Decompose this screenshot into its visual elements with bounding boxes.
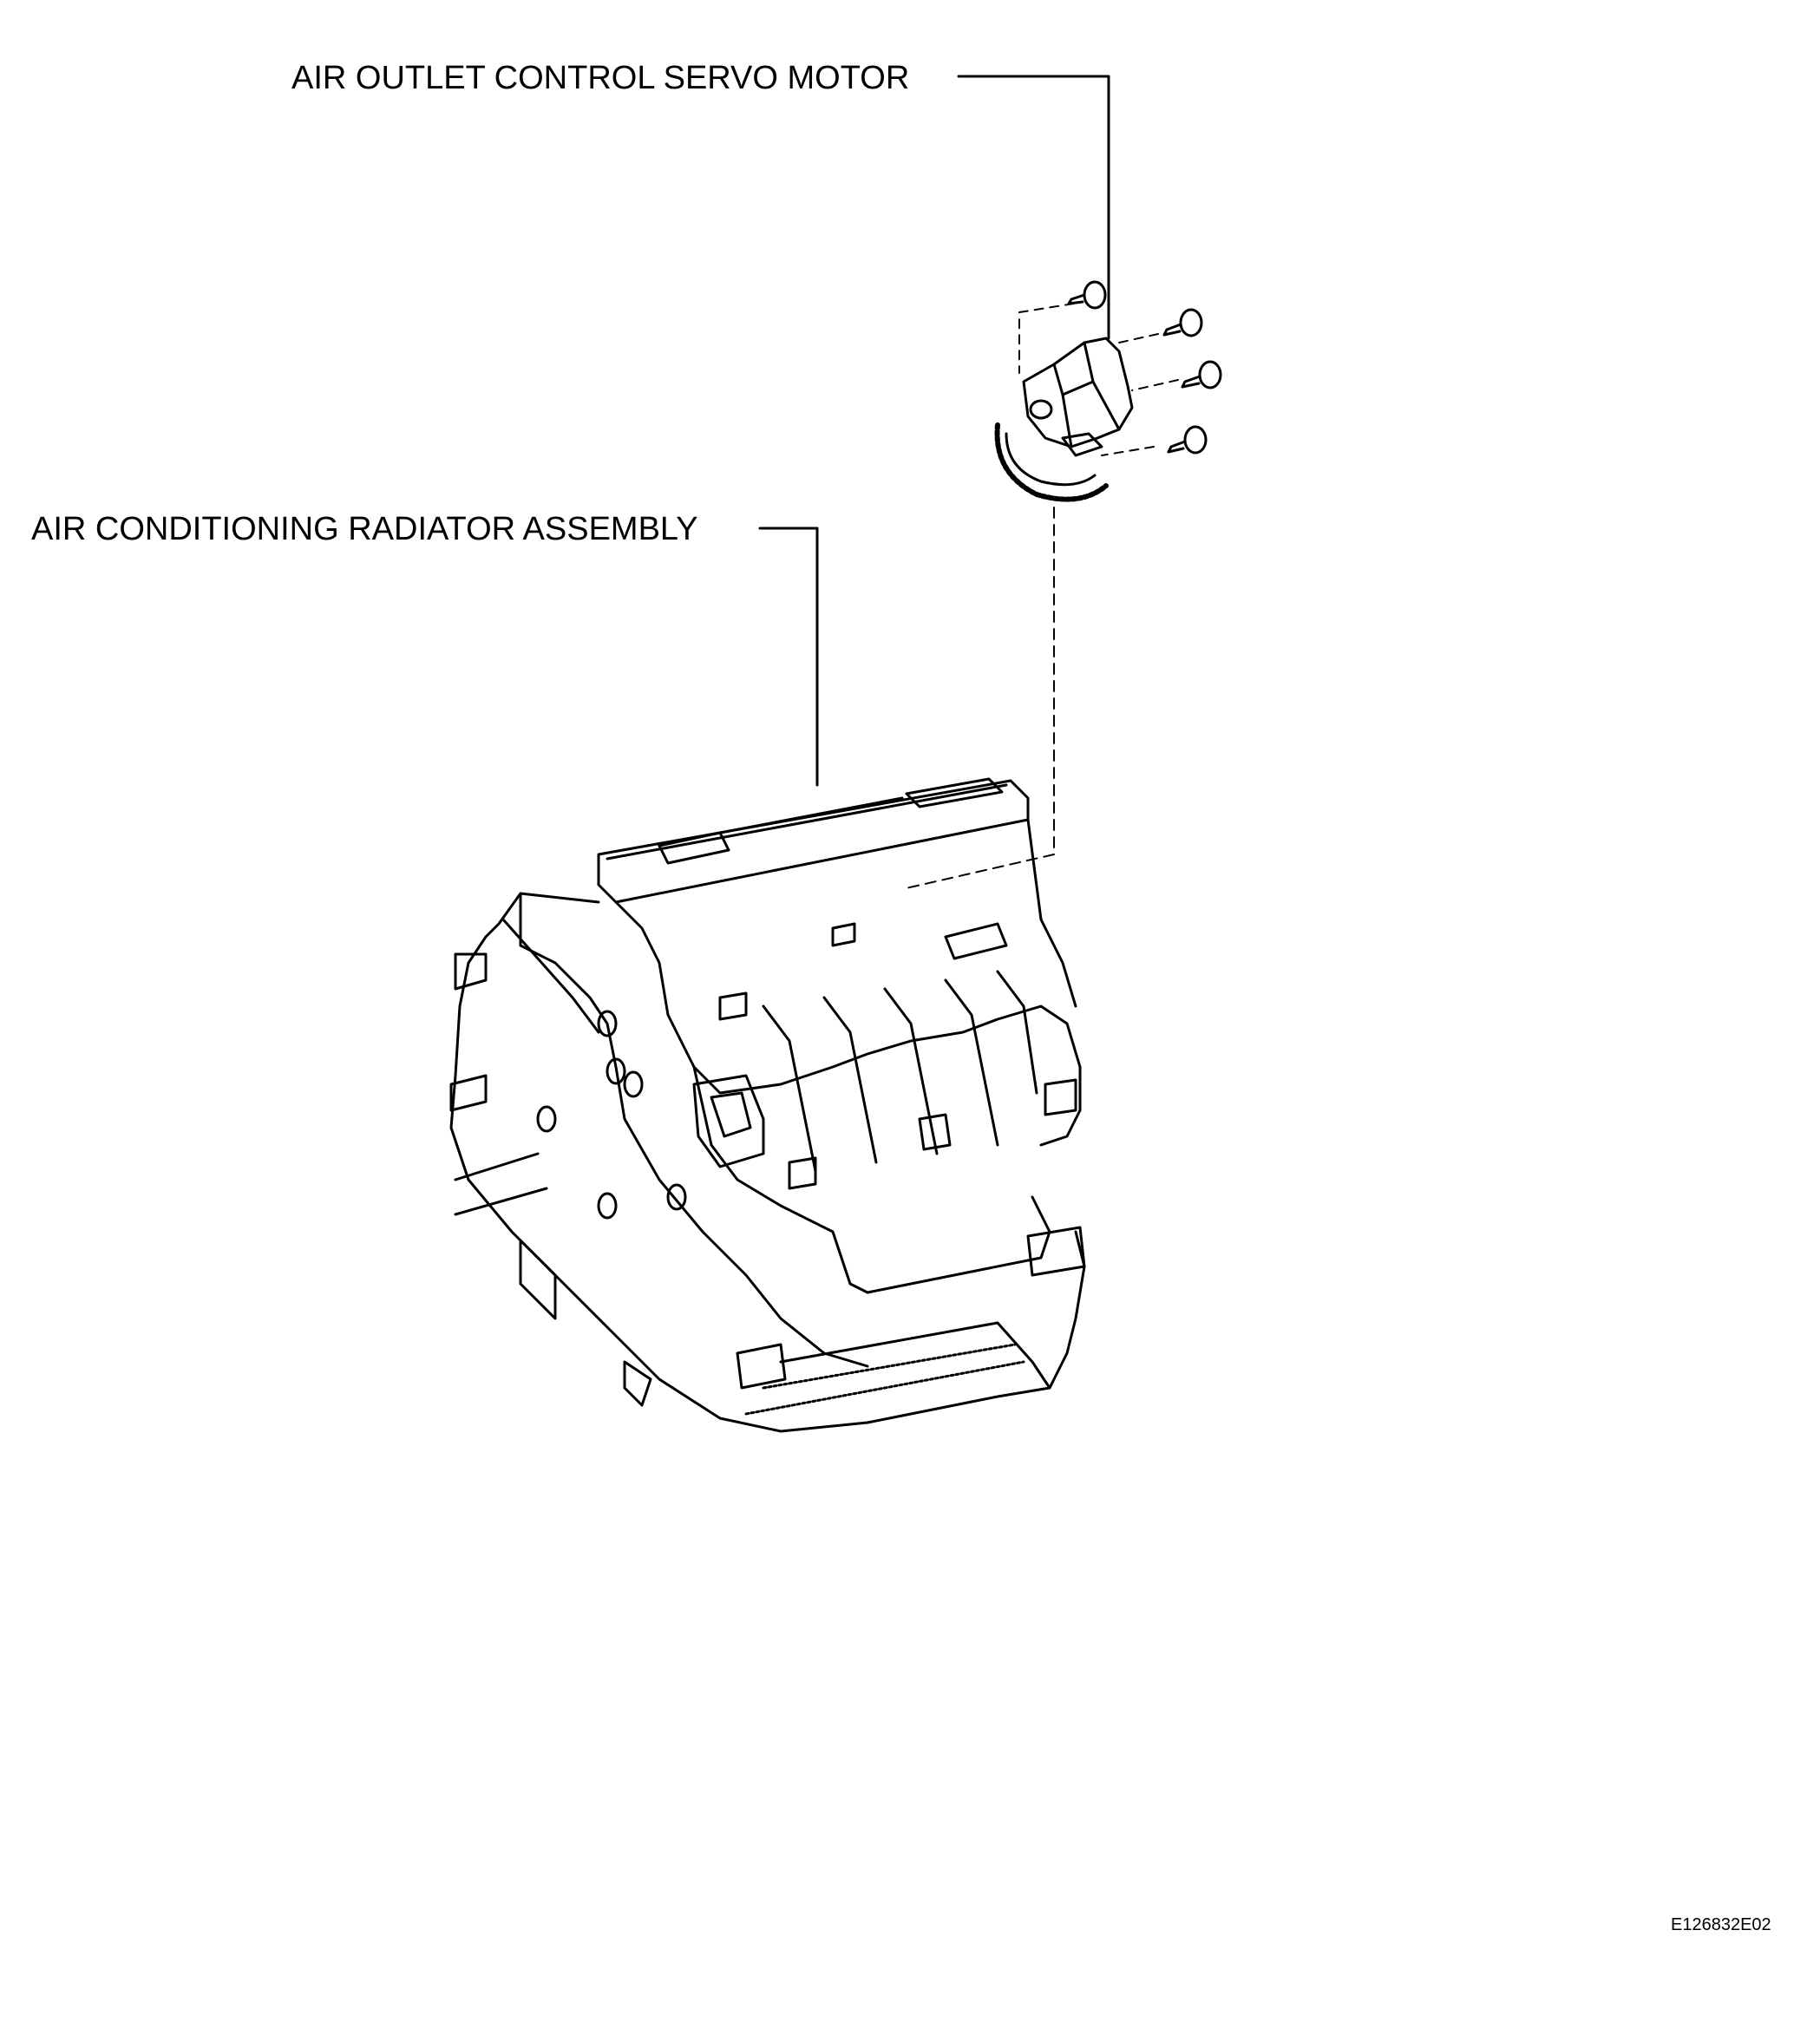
servo-motor-callout-label: AIR OUTLET CONTROL SERVO MOTOR — [291, 60, 910, 96]
screw-dashed-line-2 — [1118, 333, 1159, 344]
figure-id: E126832E02 — [1671, 1915, 1771, 1934]
screw-4 — [1167, 425, 1208, 455]
screw-2 — [1162, 308, 1203, 337]
radiator-assembly-callout-label: AIR CONDITIONING RADIATOR ASSEMBLY — [31, 511, 698, 547]
screw-3 — [1181, 360, 1222, 389]
screw-dashed-line-3 — [1131, 379, 1179, 391]
screw-dashed-line-1 — [1018, 303, 1075, 374]
servo-motor-leader-line — [957, 75, 1110, 340]
radiator-assembly — [449, 777, 1086, 1433]
screw-1 — [1067, 280, 1107, 310]
servo-motor — [994, 337, 1134, 502]
radiator-assembly-leader-line — [758, 527, 819, 787]
screw-dashed-line-4 — [1101, 446, 1155, 456]
installation-dashed-line — [901, 507, 1055, 890]
